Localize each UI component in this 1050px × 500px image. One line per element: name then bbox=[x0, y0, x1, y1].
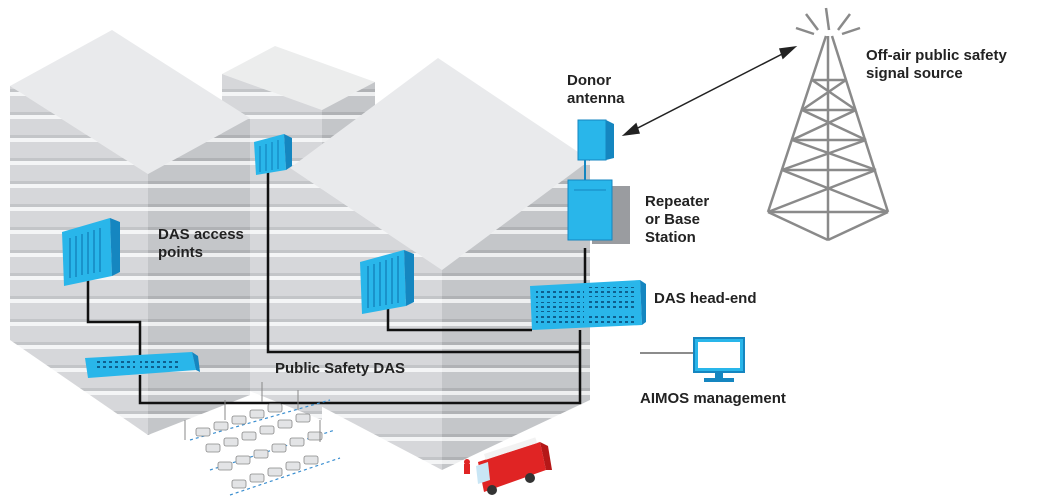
access-point-icon bbox=[360, 250, 414, 314]
access-point-icon bbox=[254, 134, 292, 175]
label-das-head-end: DAS head-end bbox=[654, 290, 757, 307]
building-right bbox=[290, 58, 590, 470]
rf-link-arrow bbox=[621, 45, 798, 137]
das-cabling bbox=[86, 160, 718, 405]
parking-lot bbox=[184, 382, 341, 496]
access-point-icon bbox=[62, 218, 120, 286]
label-repeater: Repeater or Base Station bbox=[645, 193, 710, 246]
label-donor-antenna: Donor antenna bbox=[567, 72, 625, 107]
head-end-rack-icon bbox=[85, 352, 200, 378]
label-aimos-management: AIMOS management bbox=[640, 390, 786, 407]
monitor-icon bbox=[693, 337, 745, 382]
label-off-air-source: Off-air public safety signal source bbox=[866, 47, 1007, 82]
head-end-rack-icon bbox=[530, 280, 646, 330]
label-public-safety-das: Public Safety DAS bbox=[275, 360, 406, 377]
donor-antenna-icon bbox=[577, 119, 614, 161]
label-das-access-points: DAS access points bbox=[158, 226, 244, 261]
fire-truck-icon bbox=[464, 437, 552, 495]
tower-icon bbox=[766, 7, 890, 242]
repeater-icon bbox=[567, 179, 630, 244]
